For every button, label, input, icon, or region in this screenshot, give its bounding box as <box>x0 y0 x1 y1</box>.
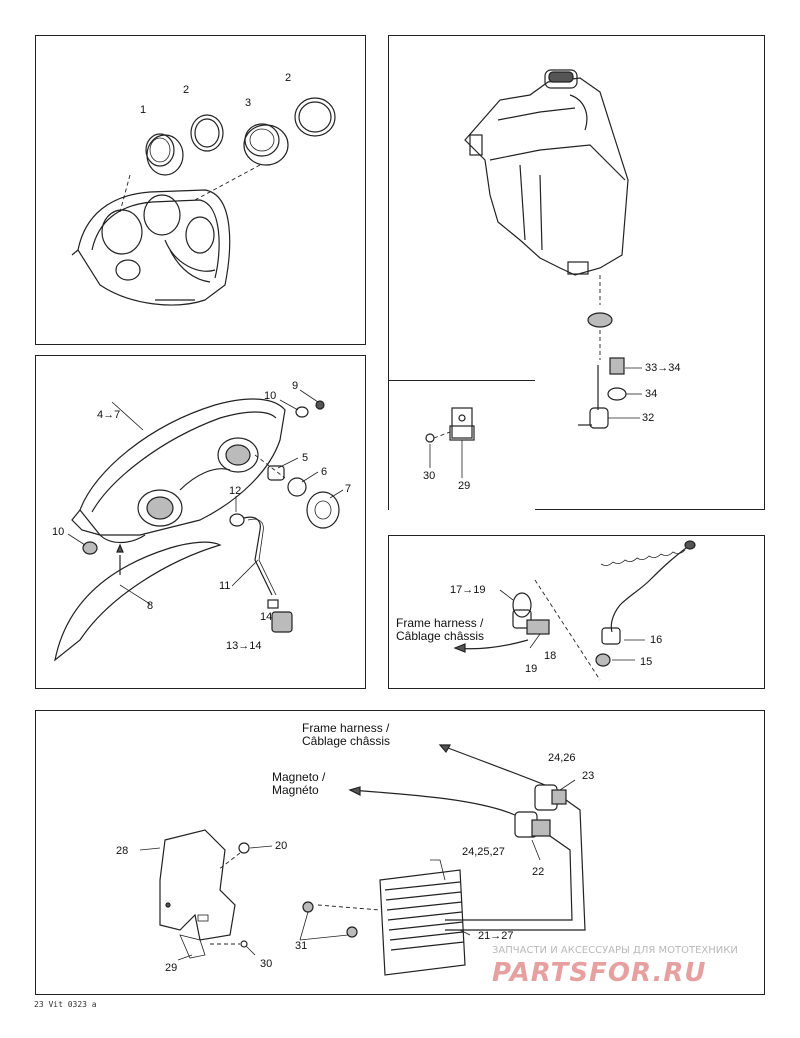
lanyard-frame-harness-note: Frame harness / Câblage châssis <box>396 617 484 643</box>
gauge-housing-drawing <box>71 164 261 306</box>
callout-30-regulator: 30 <box>260 958 273 970</box>
lanyard-frame-harness-line2: Câblage châssis <box>396 629 485 643</box>
magneto-note-line2: Magnéto <box>272 783 319 797</box>
callout-10a: 10 <box>264 390 277 402</box>
ring-2a-drawing <box>190 114 224 152</box>
callout-3: 3 <box>245 97 252 109</box>
callout-4-7: 4→7 <box>97 409 121 421</box>
callout-29: 29 <box>458 480 471 492</box>
regulator-drawing <box>139 744 586 976</box>
regulator-frame-harness-line2: Câblage châssis <box>302 734 391 748</box>
callout-24-25-27: 24,25,27 <box>462 846 505 858</box>
regulator-frame-harness-note: Frame harness / Câblage châssis <box>302 722 390 748</box>
watermark-brand-logo: PARTSFOR.RU <box>492 958 707 988</box>
callout-1: 1 <box>140 104 147 116</box>
callout-15: 15 <box>640 656 653 668</box>
callout-18: 18 <box>544 650 557 662</box>
panel-lanyard <box>388 535 765 689</box>
gauge-3-drawing <box>243 123 289 166</box>
lanyard-drawing <box>453 540 696 681</box>
callout-31: 31 <box>295 940 308 952</box>
watermark-tagline: ЗАПЧАСТИ И АКСЕССУАРЫ ДЛЯ МОТОТЕХНИКИ <box>492 945 738 956</box>
headlight-drawing <box>54 389 344 662</box>
callout-16: 16 <box>650 634 663 646</box>
ring-2b-drawing <box>294 97 336 137</box>
callout-17-19: 17→19 <box>450 584 486 596</box>
callout-24-26: 24,26 <box>548 752 576 764</box>
callout-28: 28 <box>116 845 129 857</box>
callout-30: 30 <box>423 470 436 482</box>
magneto-note-line1: Magneto / <box>272 770 326 784</box>
callout-19: 19 <box>525 663 538 675</box>
callout-32: 32 <box>642 412 655 424</box>
callout-23: 23 <box>582 770 595 782</box>
callout-20: 20 <box>275 840 288 852</box>
panel-regulator <box>35 710 765 995</box>
callout-2a: 2 <box>183 84 190 96</box>
callout-10b: 10 <box>52 526 65 538</box>
regulator-frame-harness-line1: Frame harness / <box>302 721 390 735</box>
magneto-note: Magneto / Magnéto <box>272 771 325 797</box>
callout-11: 11 <box>219 580 231 592</box>
callout-21-27: 21→27 <box>478 930 514 942</box>
tank-drawing <box>464 69 642 429</box>
panel-bracket-frame <box>388 380 535 510</box>
callout-13-14: 13→14 <box>226 640 262 652</box>
callout-8: 8 <box>147 600 154 612</box>
callout-6: 6 <box>321 466 328 478</box>
callout-2b: 2 <box>285 72 292 84</box>
callout-34: 34 <box>645 388 658 400</box>
bracket-29-drawing <box>425 407 475 478</box>
lanyard-frame-harness-line1: Frame harness / <box>396 616 484 630</box>
callout-33-34: 33→34 <box>645 362 681 374</box>
document-id: 23 Vit 0323 a <box>34 1000 97 1009</box>
callout-9: 9 <box>292 380 299 392</box>
callout-22: 22 <box>532 866 545 878</box>
callout-7: 7 <box>345 483 352 495</box>
callout-29-regulator: 29 <box>165 962 178 974</box>
callout-5: 5 <box>302 452 309 464</box>
gauge-1-drawing <box>145 133 184 176</box>
callout-14: 14 <box>260 611 273 623</box>
callout-12: 12 <box>229 485 242 497</box>
